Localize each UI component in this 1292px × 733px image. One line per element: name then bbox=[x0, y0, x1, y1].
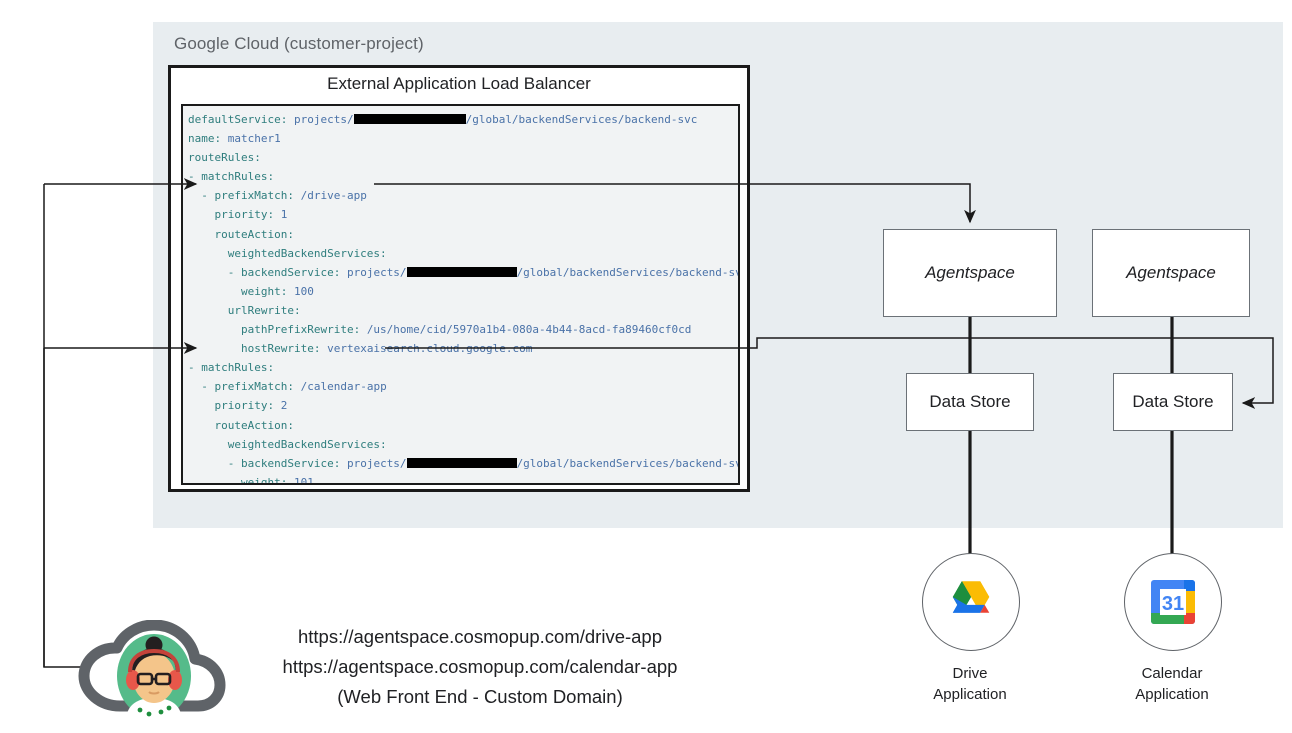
code-line: - prefixMatch: /calendar-app bbox=[188, 377, 738, 396]
code-line: routeRules: bbox=[188, 148, 738, 167]
google-drive-icon bbox=[952, 581, 990, 613]
yaml-key: weightedBackendServices: bbox=[188, 437, 387, 451]
code-line: routeAction: bbox=[188, 416, 738, 435]
yaml-key: weight: bbox=[188, 284, 294, 298]
code-line: weightedBackendServices: bbox=[188, 435, 738, 454]
agentspace-node-2[interactable]: Agentspace bbox=[1092, 229, 1250, 317]
yaml-key: priority: bbox=[188, 208, 281, 222]
yaml-value: projects/ bbox=[293, 113, 354, 126]
yaml-key: routeAction: bbox=[188, 227, 294, 241]
calendar-label-line1: Calendar bbox=[1141, 665, 1203, 682]
data-store-node-2[interactable]: Data Store bbox=[1113, 373, 1233, 431]
yaml-key: urlRewrite: bbox=[188, 303, 301, 317]
yaml-value: /us/home/cid/5970a1b4-080a-4b44-8acd-fa8… bbox=[366, 323, 692, 337]
yaml-key: hostRewrite: bbox=[188, 342, 328, 356]
data-store-node-1[interactable]: Data Store bbox=[906, 373, 1034, 431]
yaml-key: - matchRules: bbox=[188, 170, 275, 184]
calendar-application-circle[interactable]: 31 bbox=[1124, 553, 1222, 651]
yaml-value: projects/ bbox=[346, 265, 407, 279]
url-map-yaml-code-block: defaultService: projects/ /global/backend… bbox=[181, 104, 740, 485]
yaml-key: - backendService: bbox=[188, 456, 347, 470]
code-line: priority: 2 bbox=[188, 396, 738, 415]
yaml-value: 101 bbox=[293, 475, 314, 485]
calendar-day-number: 31 bbox=[1162, 593, 1184, 615]
yaml-value: /drive-app bbox=[300, 189, 367, 203]
drive-application-circle[interactable] bbox=[922, 553, 1020, 651]
yaml-key: defaultService: bbox=[188, 113, 294, 126]
code-line: - prefixMatch: /drive-app bbox=[188, 186, 738, 205]
front-end-caption: (Web Front End - Custom Domain) bbox=[337, 686, 623, 707]
code-line: weight: 101 bbox=[188, 473, 738, 485]
cloud-icon bbox=[78, 619, 226, 712]
code-line: - backendService: projects/ /global/backe… bbox=[188, 454, 738, 473]
calendar-application-label: Calendar Application bbox=[1082, 663, 1262, 705]
yaml-key: - backendService: bbox=[188, 265, 347, 279]
google-cloud-panel-title: Google Cloud (customer-project) bbox=[174, 34, 424, 53]
drive-label-line1: Drive bbox=[952, 665, 988, 682]
yaml-value: projects/ bbox=[346, 456, 407, 470]
google-calendar-icon: 31 bbox=[1151, 580, 1195, 624]
yaml-value: matcher1 bbox=[227, 132, 281, 146]
redacted-project-id bbox=[353, 114, 466, 124]
code-line: urlRewrite: bbox=[188, 301, 738, 320]
code-line: - matchRules: bbox=[188, 358, 738, 377]
yaml-key: priority: bbox=[188, 399, 281, 413]
yaml-key: routeRules: bbox=[188, 151, 261, 165]
yaml-key: - prefixMatch: bbox=[188, 189, 301, 203]
drive-application-label: Drive Application bbox=[880, 663, 1060, 705]
yaml-value: /global/backendServices/backend-svc bbox=[516, 265, 740, 279]
front-end-urls: https://agentspace.cosmopup.com/drive-ap… bbox=[280, 622, 680, 712]
redacted-project-id bbox=[406, 266, 517, 277]
yaml-key: - prefixMatch: bbox=[188, 380, 301, 394]
user-avatar-icon bbox=[116, 634, 192, 718]
code-line: pathPrefixRewrite: /us/home/cid/5970a1b4… bbox=[188, 320, 738, 339]
code-line: weightedBackendServices: bbox=[188, 244, 738, 263]
yaml-key: routeAction: bbox=[188, 418, 294, 432]
load-balancer-title: External Application Load Balancer bbox=[327, 74, 591, 93]
yaml-key: weightedBackendServices: bbox=[188, 246, 387, 260]
yaml-value: 1 bbox=[280, 208, 288, 222]
yaml-value: /global/backendServices/backend-svc bbox=[516, 456, 740, 470]
yaml-key: pathPrefixRewrite: bbox=[188, 323, 367, 337]
code-line: priority: 1 bbox=[188, 205, 738, 224]
yaml-key: weight: bbox=[188, 475, 294, 485]
yaml-key: - matchRules: bbox=[188, 361, 275, 375]
code-line: - backendService: projects/ /global/backe… bbox=[188, 263, 738, 282]
yaml-value: 100 bbox=[293, 284, 314, 298]
drive-label-line2: Application bbox=[933, 686, 1007, 703]
code-line: defaultService: projects/ /global/backend… bbox=[188, 110, 738, 129]
code-line: - matchRules: bbox=[188, 167, 738, 186]
redacted-project-id bbox=[406, 457, 517, 468]
yaml-value: 2 bbox=[280, 399, 288, 413]
code-line: weight: 100 bbox=[188, 282, 738, 301]
code-line: routeAction: bbox=[188, 225, 738, 244]
web-front-end-group bbox=[72, 619, 272, 725]
yaml-value: /global/backendServices/backend-svc bbox=[465, 113, 698, 126]
code-line: name: matcher1 bbox=[188, 129, 738, 148]
url-calendar-app[interactable]: https://agentspace.cosmopup.com/calendar… bbox=[282, 656, 678, 677]
yaml-value: /calendar-app bbox=[300, 380, 387, 394]
yaml-key: name: bbox=[188, 132, 228, 146]
url-drive-app[interactable]: https://agentspace.cosmopup.com/drive-ap… bbox=[297, 626, 663, 647]
agentspace-node-1[interactable]: Agentspace bbox=[883, 229, 1057, 317]
calendar-label-line2: Application bbox=[1135, 686, 1209, 703]
